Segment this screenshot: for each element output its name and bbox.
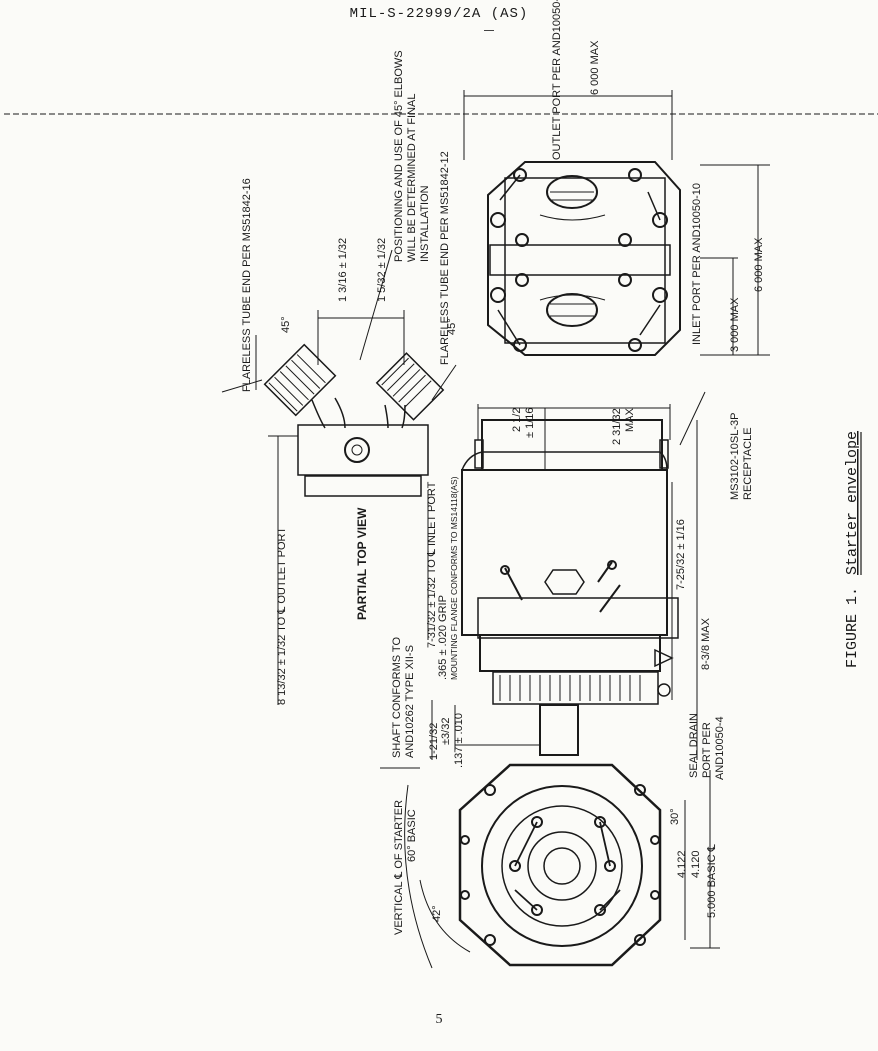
callout-outlet-port: OUTLET PORT PER AND10050-12 xyxy=(551,0,563,160)
callout-receptacle-b: RECEPTACLE xyxy=(742,427,754,500)
callout-mounting-flange: MOUNTING FLANGE CONFORMS TO MS14118(AS) xyxy=(449,476,459,680)
end-view-ports xyxy=(487,161,681,356)
header-dash xyxy=(484,30,494,31)
callout-dim-4122: 4.122 xyxy=(676,850,688,878)
side-view-dimensions xyxy=(431,391,706,760)
callout-elbows-line1: POSITIONING AND USE OF 45° ELBOWS xyxy=(393,50,405,262)
callout-dim-731-32: 7-31/32 ± 1/32 TO ℄ INLET PORT xyxy=(426,481,438,648)
callout-inlet-port: INLET PORT PER AND10050-10 xyxy=(691,183,703,345)
callout-dim-5000: 5.000 BASIC ℄ xyxy=(706,844,718,918)
callout-dim-121-32: 1-21/32 xyxy=(428,723,440,760)
callout-deg60: 60° BASIC xyxy=(406,809,418,862)
callout-dim-21-2-b: ± 1/16 xyxy=(524,407,536,438)
callout-deg45-b: 45° xyxy=(446,318,458,335)
callout-dim-3000: 3 000 MAX xyxy=(729,297,741,352)
callout-seal-drain-a: SEAL DRAIN xyxy=(688,713,700,778)
callout-shaft-a: SHAFT CONFORMS TO xyxy=(391,637,403,758)
figure-number: FIGURE 1. xyxy=(844,587,861,668)
callout-dim-6000-top: 6 000 MAX xyxy=(589,40,601,95)
callout-shaft-b: AND10262 TYPE XII-S xyxy=(404,645,416,758)
callout-dim-6000-side: 6 000 MAX xyxy=(753,237,765,292)
callout-receptacle-a: MS3102-10SL-3P xyxy=(729,413,741,500)
callout-dim-725-32: 7-25/32 ± 1/16 xyxy=(675,519,687,590)
callout-dim-15-32: 1 5/32 ± 1/32 xyxy=(376,238,388,302)
callout-elbows-line3: INSTALLATION xyxy=(419,185,431,262)
callout-dim-813-32: 8 13/32 ± 1/32 TO ℄ OUTLET PORT xyxy=(276,527,288,705)
side-view-body xyxy=(461,419,679,756)
callout-dim-231-32-b: MAX xyxy=(624,408,636,433)
callout-deg42: 42° xyxy=(431,905,443,922)
callout-dim-137: .137 ± .010 xyxy=(453,713,465,768)
callout-deg45-a: 45° xyxy=(280,316,292,333)
partial-top-view-elbows xyxy=(263,343,445,497)
callout-vertical-cl: VERTICAL ℄ OF STARTER xyxy=(393,800,405,935)
page-number: 5 xyxy=(435,1012,443,1027)
callout-deg30: 30° xyxy=(669,808,681,825)
callout-dim-231-32-a: 2 31/32 xyxy=(611,408,623,445)
end-view-dimensions xyxy=(463,90,770,356)
callout-partial-top-view: PARTIAL TOP VIEW xyxy=(355,507,369,620)
callout-dim-83-8: 8-3/8 MAX xyxy=(700,617,712,670)
document-header: MIL-S-22999/2A (AS) xyxy=(349,6,529,22)
callout-flareless-16: FLARELESS TUBE END PER MS51842-16 xyxy=(241,178,253,392)
callout-dim-4120: 4.120 xyxy=(690,850,702,878)
flange-end-view xyxy=(458,763,662,967)
figure-title: Starter envelope xyxy=(844,431,861,575)
flange-view-dimensions xyxy=(380,767,720,969)
callout-dim-13-16: 1 3/16 ± 1/32 xyxy=(337,238,349,302)
callout-dim-21-2-a: 2 1/2 xyxy=(511,408,523,432)
callout-flareless-12: FLARELESS TUBE END PER MS51842-12 xyxy=(439,151,451,365)
callout-seal-drain-b: PORT PER xyxy=(701,722,713,778)
callout-dim-pm3-32: ±3/32 xyxy=(440,718,452,745)
callout-elbows-line2: WILL BE DETERMINED AT FINAL xyxy=(406,94,418,263)
callout-seal-drain-c: AND10050-4 xyxy=(714,716,726,780)
partial-top-view-dimensions xyxy=(221,249,457,705)
callout-grip: .365 ± .020 GRIP xyxy=(437,595,449,680)
